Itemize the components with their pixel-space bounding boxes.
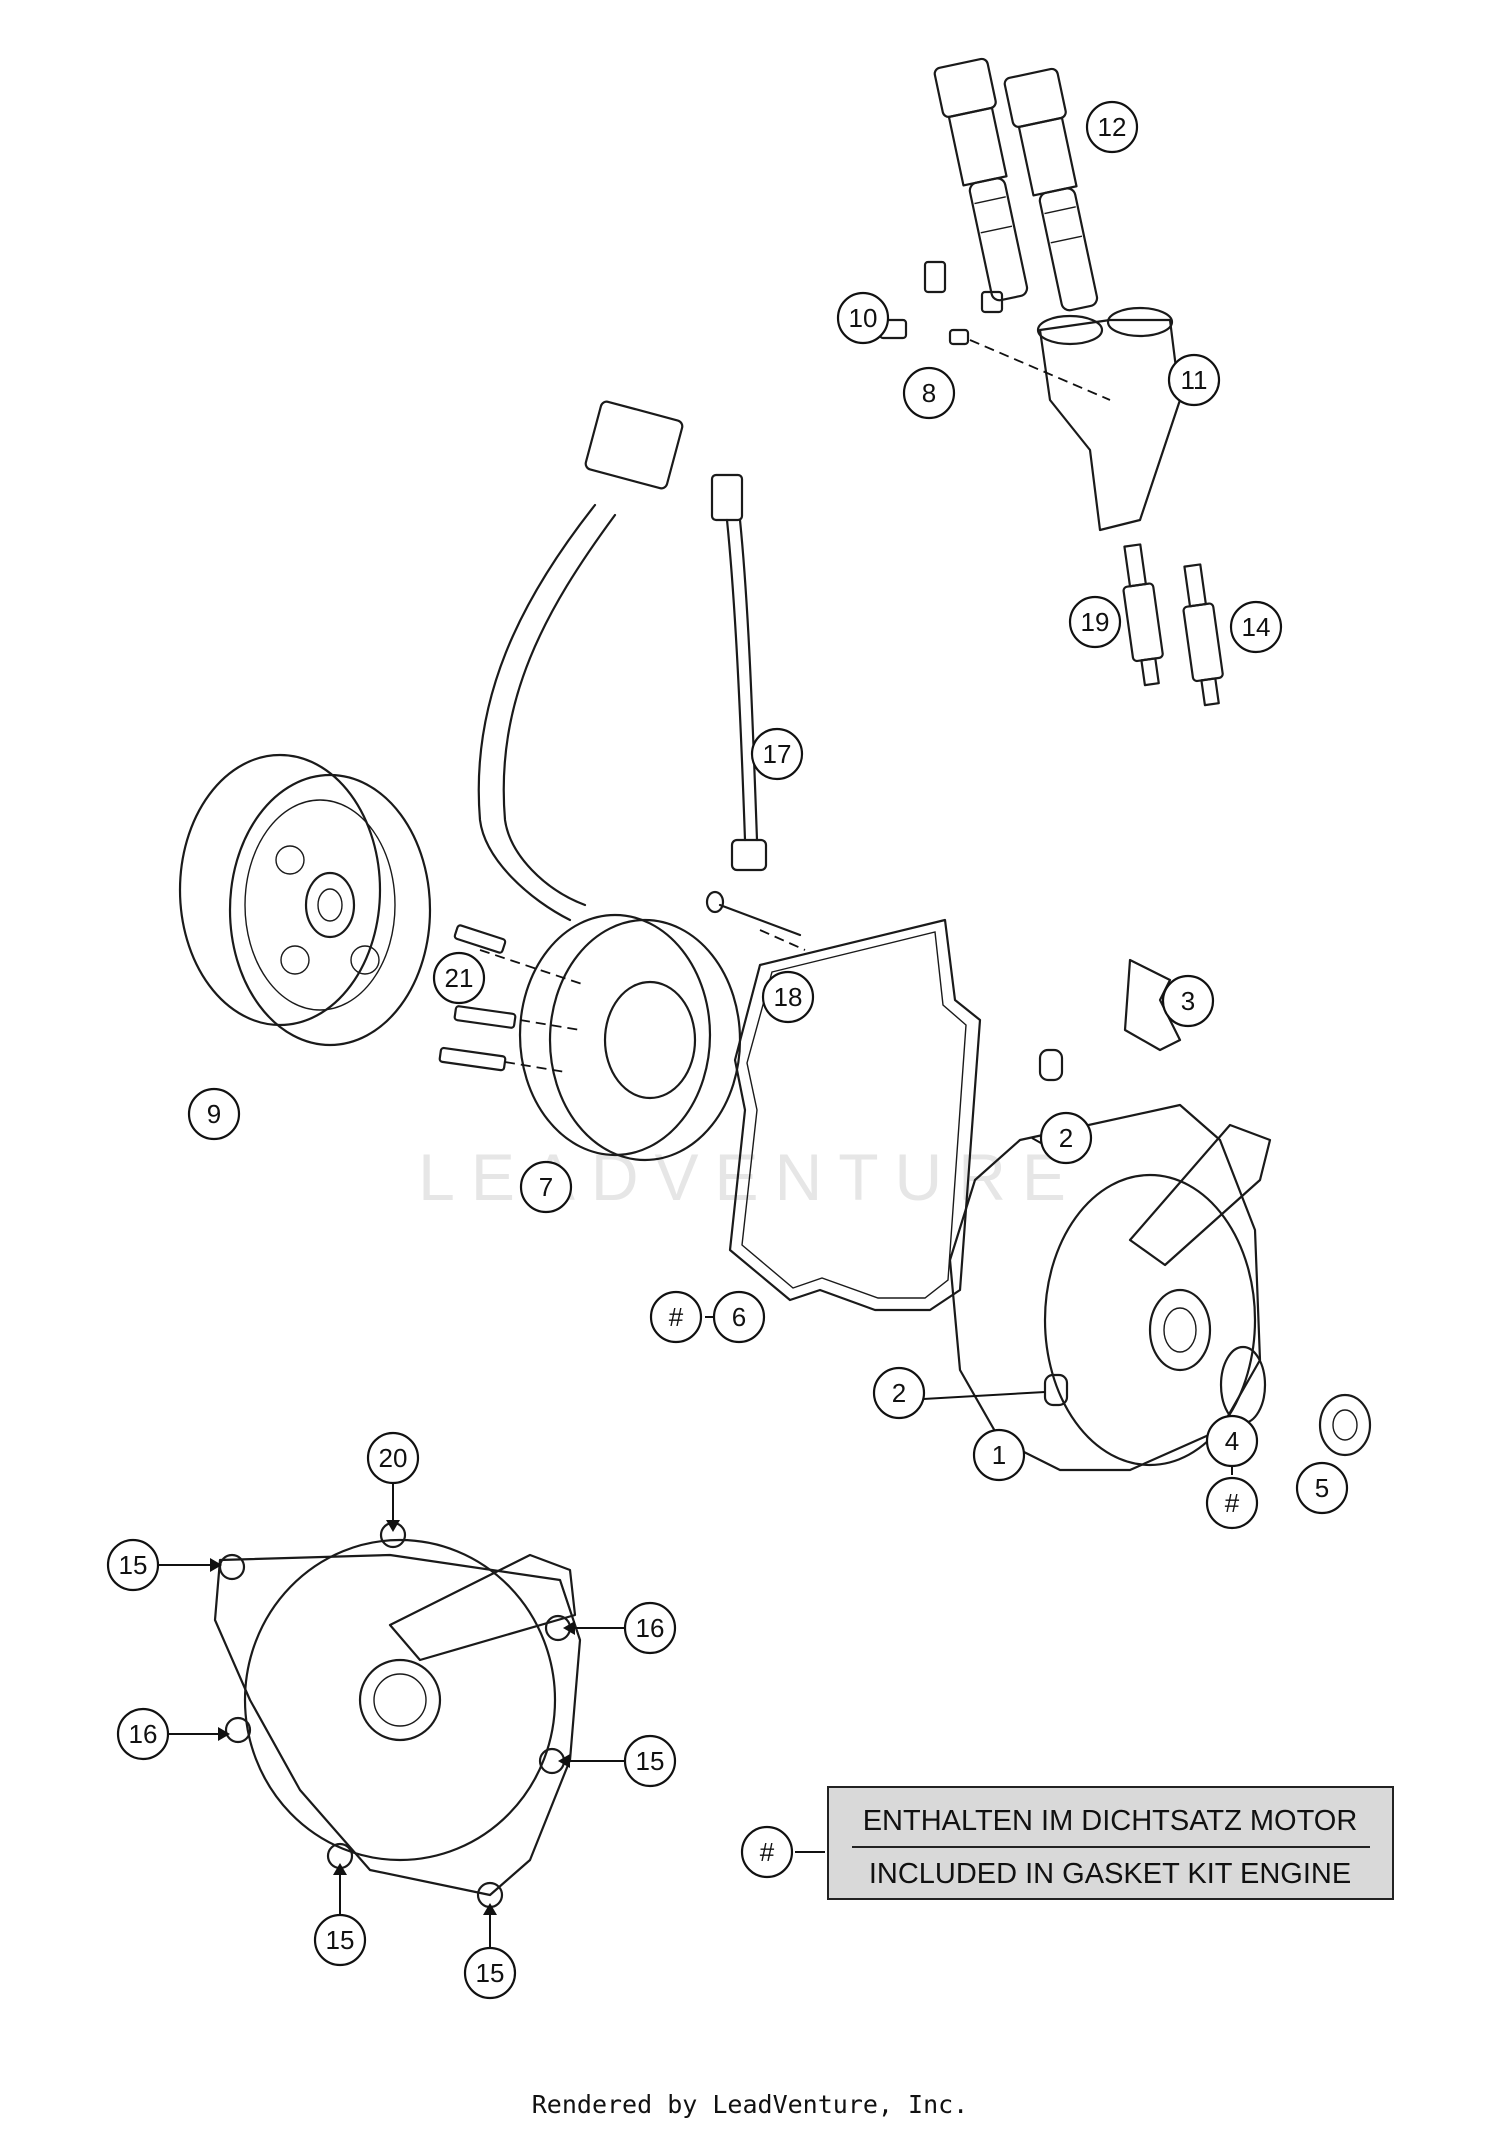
callout-6: 6 [712, 1290, 766, 1344]
spark-plug-tube-part [878, 306, 1182, 532]
callout-14: 14 [1229, 600, 1283, 654]
stator-wiring-harness-part [477, 400, 684, 922]
flywheel-rotor-part [178, 753, 432, 1047]
svg-text:#: # [669, 1302, 684, 1332]
svg-text:5: 5 [1315, 1473, 1329, 1503]
svg-text:3: 3 [1181, 986, 1195, 1016]
svg-text:6: 6 [732, 1302, 746, 1332]
callout-4: 4 [1205, 1414, 1259, 1468]
callout-1: 1 [972, 1428, 1026, 1482]
svg-text:8: 8 [922, 378, 936, 408]
svg-text:16: 16 [636, 1613, 665, 1643]
svg-text:9: 9 [207, 1099, 221, 1129]
callout-20: 20 [366, 1431, 420, 1485]
svg-text:20: 20 [379, 1443, 408, 1473]
callout-10: 10 [836, 291, 890, 345]
callout-16-left: 16 [116, 1707, 170, 1761]
svg-text:4: 4 [1225, 1426, 1239, 1456]
svg-text:15: 15 [636, 1746, 665, 1776]
svg-text:15: 15 [476, 1958, 505, 1988]
callout-2-lower: 2 [872, 1366, 926, 1420]
callout-2-upper: 2 [1039, 1111, 1093, 1165]
svg-text:7: 7 [539, 1172, 553, 1202]
legend-line-german: ENTHALTEN IM DICHTSATZ MOTOR [863, 1805, 1358, 1837]
callout-15-top-left: 15 [106, 1538, 160, 1592]
callout-15-right: 15 [623, 1734, 677, 1788]
svg-text:19: 19 [1081, 607, 1110, 637]
svg-text:18: 18 [774, 982, 803, 1012]
svg-text:12: 12 [1098, 112, 1127, 142]
svg-text:15: 15 [119, 1550, 148, 1580]
legend-box [827, 1786, 1394, 1900]
svg-text:11: 11 [1181, 365, 1208, 395]
svg-text:14: 14 [1242, 612, 1271, 642]
ignition-cover-installed-view [213, 1521, 582, 1909]
svg-text:#: # [1225, 1488, 1240, 1518]
callout-11: 11 [1167, 353, 1221, 407]
svg-text:2: 2 [892, 1378, 906, 1408]
callout-12: 12 [1085, 100, 1139, 154]
spark-plugs-part [1122, 543, 1224, 707]
legend-line-english: INCLUDED IN GASKET KIT ENGINE [869, 1858, 1351, 1890]
callout-7: 7 [519, 1160, 573, 1214]
svg-text:#: # [760, 1837, 775, 1867]
svg-text:15: 15 [326, 1925, 355, 1955]
stator-part [438, 913, 742, 1162]
svg-text:10: 10 [849, 303, 878, 333]
crankshaft-sensor-part [705, 473, 806, 951]
svg-text:21: 21 [445, 963, 474, 993]
cover-gasket-part [728, 918, 982, 1312]
callout-9: 9 [187, 1087, 241, 1141]
callout-15-bottom-right: 15 [463, 1946, 517, 2000]
callout-19: 19 [1068, 595, 1122, 649]
callout-3: 3 [1161, 974, 1215, 1028]
callout-8: 8 [902, 366, 956, 420]
svg-text:1: 1 [992, 1440, 1006, 1470]
render-credit-footer: Rendered by LeadVenture, Inc. [531, 2090, 969, 2119]
ignition-coils-part [923, 57, 1099, 314]
svg-text:16: 16 [129, 1719, 158, 1749]
callout-5: 5 [1295, 1461, 1349, 1515]
callout-18: 18 [761, 970, 815, 1024]
legend-marker: # [740, 1825, 794, 1879]
callout-16-right: 16 [623, 1601, 677, 1655]
callout-15-bottom-left: 15 [313, 1913, 367, 1967]
callout-17: 17 [750, 727, 804, 781]
svg-text:2: 2 [1059, 1123, 1073, 1153]
leader-lines [156, 1137, 1233, 1948]
svg-text:17: 17 [763, 739, 792, 769]
callout-4-gasket-kit-marker: # [1205, 1476, 1259, 1530]
callout-gasket-kit-marker: # [649, 1290, 703, 1344]
callout-21: 21 [432, 951, 486, 1005]
legend: ENTHALTEN IM DICHTSATZ MOTOR INCLUDED IN… [740, 1786, 1394, 1900]
